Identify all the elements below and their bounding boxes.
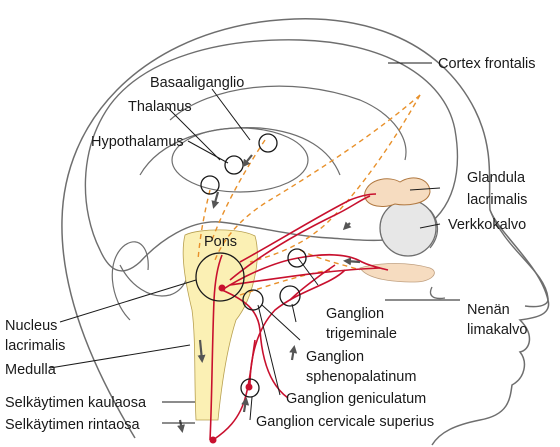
label-thalamus: Thalamus	[128, 99, 192, 115]
label-pons: Pons	[204, 234, 237, 250]
label-medulla: Medulla	[5, 362, 57, 378]
label-selkaytimen-kaulaosa: Selkäytimen kaulaosa	[5, 395, 147, 411]
label-cortex-frontalis: Cortex frontalis	[438, 56, 536, 72]
thalamus-shape	[172, 128, 308, 192]
label-basaaliganglio: Basaaliganglio	[150, 75, 244, 91]
label-verkkokalvo: Verkkokalvo	[448, 217, 526, 233]
cerebellum-outline	[120, 262, 188, 296]
lacrimal-gland	[365, 178, 430, 207]
label-ganglion-spheno-line2: sphenopalatinum	[306, 369, 416, 385]
label-ganglion-trigeminale-line1: Ganglion	[326, 306, 384, 322]
label-glandula-line1: Glandula	[467, 170, 526, 186]
label-hypothalamus: Hypothalamus	[91, 134, 184, 150]
label-ganglion-trigeminale-line2: trigeminale	[326, 326, 397, 342]
label-nucleus-line2: lacrimalis	[5, 338, 65, 354]
label-glandula-line2: lacrimalis	[467, 192, 527, 208]
label-ganglion-spheno-line1: Ganglion	[306, 349, 364, 365]
brain-sulcus-upper	[170, 86, 406, 160]
label-nenan-line2: limakalvo	[467, 322, 527, 338]
label-nenan-line1: Nenän	[467, 302, 510, 318]
nostril	[431, 287, 445, 298]
label-selkaytimen-rintaosa: Selkäytimen rintaosa	[5, 417, 141, 433]
eyeball	[380, 200, 436, 256]
label-ganglion-cervicale: Ganglion cervicale superius	[256, 414, 434, 430]
label-ganglion-geniculatum: Ganglion geniculatum	[286, 391, 426, 407]
label-nucleus-line1: Nucleus	[5, 318, 57, 334]
